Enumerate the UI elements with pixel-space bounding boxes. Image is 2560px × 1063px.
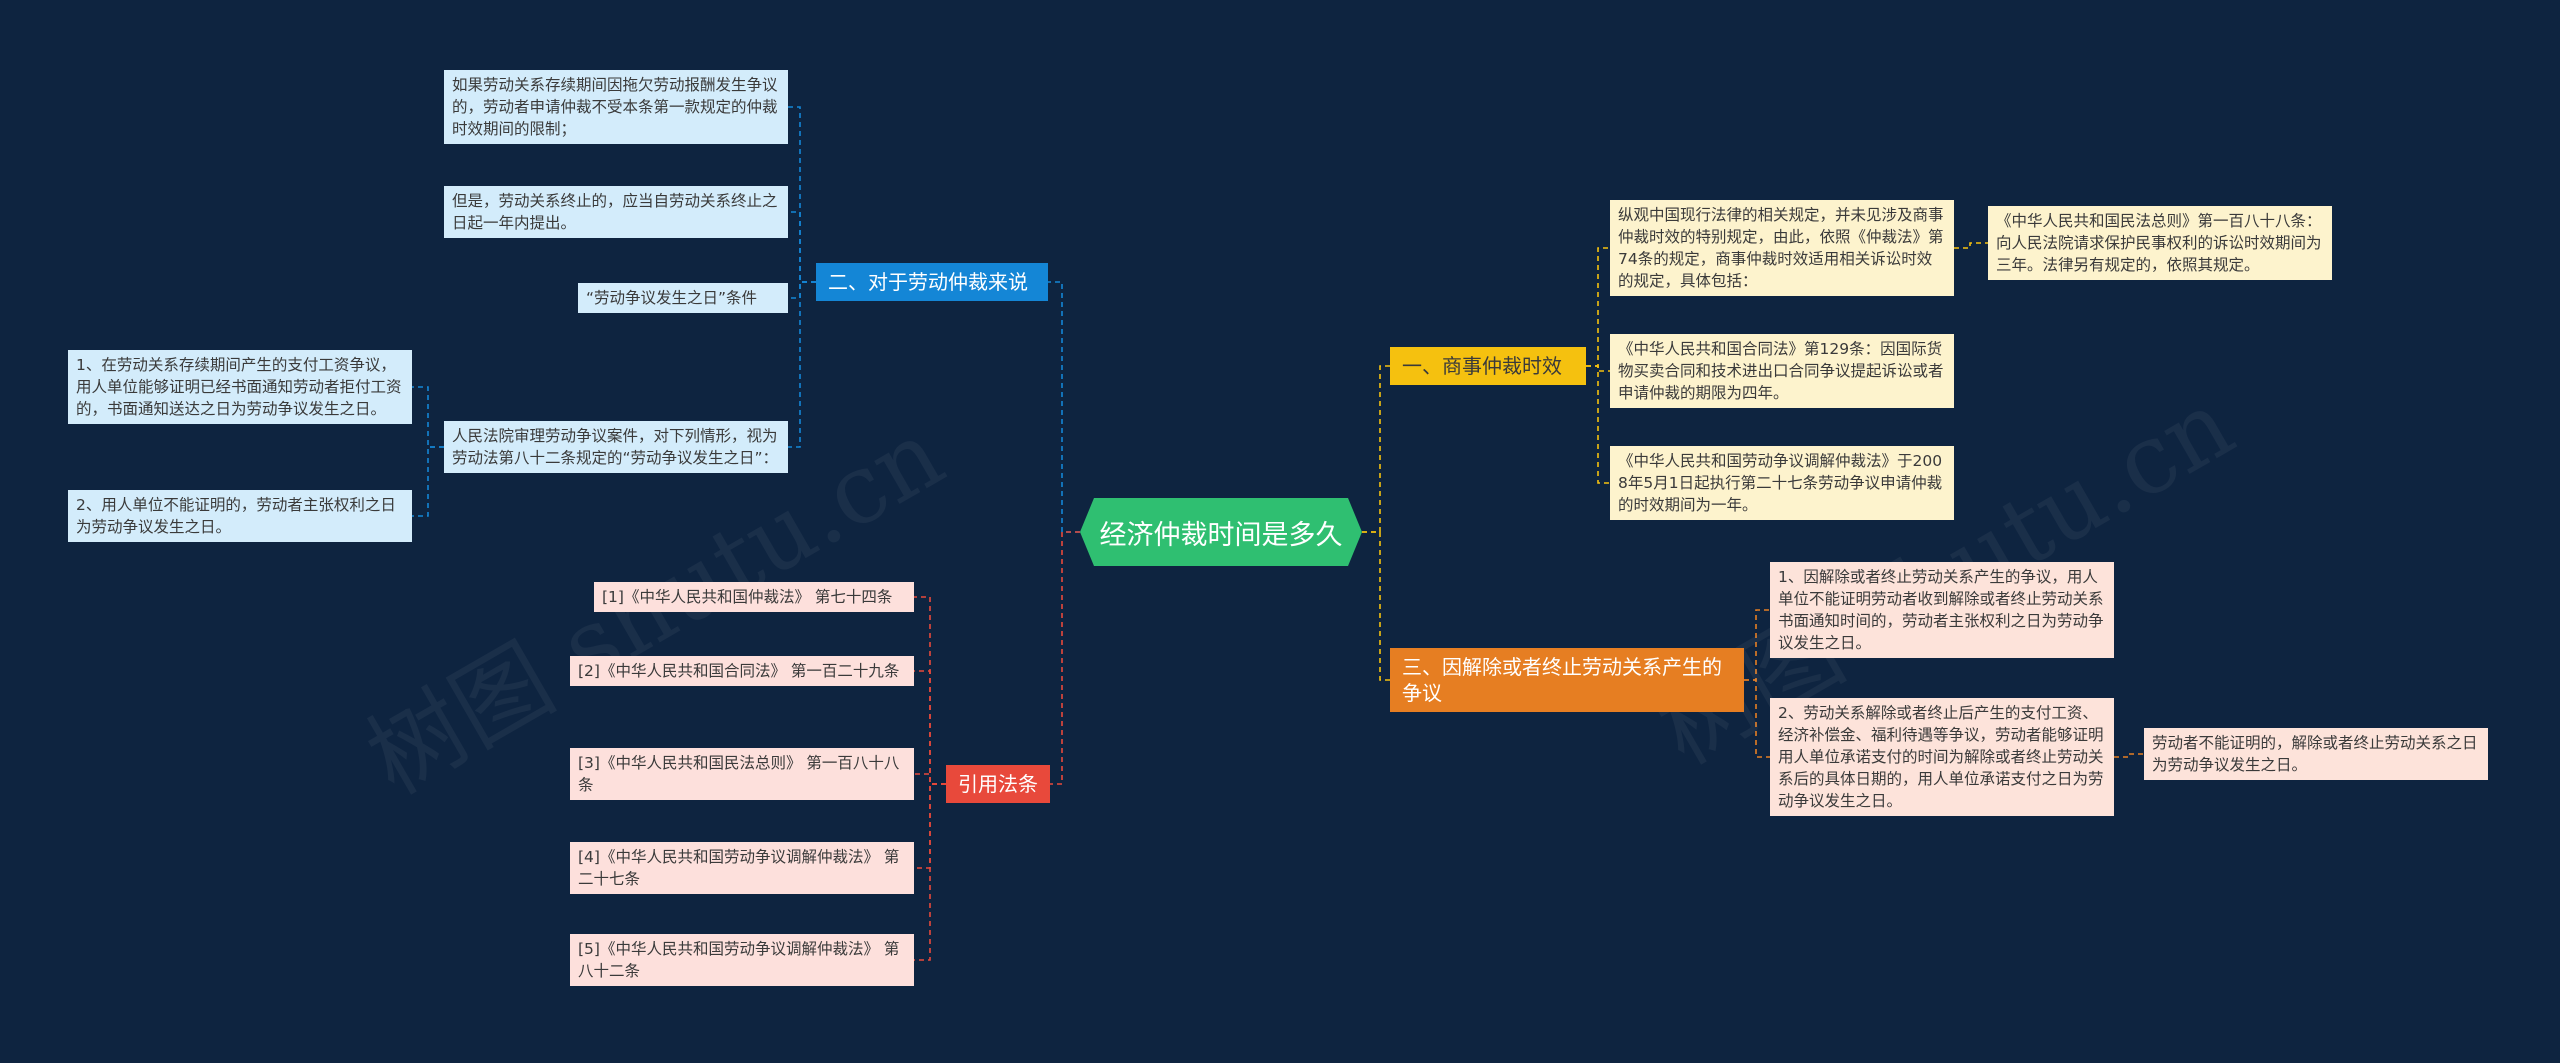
connector-law-item-3: [914, 773, 946, 785]
connector-leaf-commercial-overview: [1586, 247, 1610, 367]
connector-leaf-dispute-date-condition: [788, 281, 816, 299]
law-item-4[interactable]: [4]《中华人民共和国劳动争议调解仲裁法》 第二十七条: [570, 842, 914, 894]
law-item-5[interactable]: [5]《中华人民共和国劳动争议调解仲裁法》 第八十二条: [570, 934, 914, 986]
connector-leaf-post-termination-payment: [1744, 679, 1770, 758]
branch-cited-laws[interactable]: 引用法条: [946, 765, 1050, 803]
branch-commercial-arbitration[interactable]: 一、商事仲裁时效: [1390, 347, 1586, 385]
leaf-dispute-date-condition[interactable]: “劳动争议发生之日”条件: [578, 283, 788, 313]
connector-leaf-civil-code-188: [1954, 242, 1988, 249]
connector-leaf-contract-law-129: [1586, 365, 1610, 372]
leaf-termination-notice[interactable]: 1、因解除或者终止劳动关系产生的争议，用人单位不能证明劳动者收到解除或者终止劳动…: [1770, 562, 2114, 658]
leaf-post-termination-payment[interactable]: 2、劳动关系解除或者终止后产生的支付工资、经济补偿金、福利待遇等争议，劳动者能够…: [1770, 698, 2114, 816]
branch-termination-disputes[interactable]: 三、因解除或者终止劳动关系产生的争议: [1390, 648, 1744, 712]
connector-branch-labor-arbitration: [1048, 281, 1080, 533]
connector-branch-cited-laws: [1050, 531, 1080, 785]
leaf-wage-dispute-notice[interactable]: 1、在劳动关系存续期间产生的支付工资争议，用人单位能够证明已经书面通知劳动者拒付…: [68, 350, 412, 424]
law-item-2[interactable]: [2]《中华人民共和国合同法》 第一百二十九条: [570, 656, 914, 686]
leaf-employer-cannot-prove[interactable]: 2、用人单位不能证明的，劳动者主张权利之日为劳动争议发生之日。: [68, 490, 412, 542]
connector-branch-termination-disputes: [1362, 531, 1390, 681]
leaf-wage-arrears[interactable]: 如果劳动关系存续期间因拖欠劳动报酬发生争议的，劳动者申请仲裁不受本条第一款规定的…: [444, 70, 788, 144]
leaf-cannot-prove-termination[interactable]: 劳动者不能证明的，解除或者终止劳动关系之日为劳动争议发生之日。: [2144, 728, 2488, 780]
connector-leaf-cannot-prove-termination: [2114, 753, 2144, 758]
leaf-termination-one-year[interactable]: 但是，劳动关系终止的，应当自劳动关系终止之日起一年内提出。: [444, 186, 788, 238]
connector-leaf-wage-dispute-notice: [412, 386, 444, 448]
law-item-1[interactable]: [1]《中华人民共和国仲裁法》 第七十四条: [594, 582, 914, 612]
leaf-civil-code-188[interactable]: 《中华人民共和国民法总则》第一百八十八条：向人民法院请求保护民事权利的诉讼时效期…: [1988, 206, 2332, 280]
leaf-commercial-overview[interactable]: 纵观中国现行法律的相关规定，并未见涉及商事仲裁时效的特别规定，由此，依照《仲裁法…: [1610, 200, 1954, 296]
branch-labor-arbitration[interactable]: 二、对于劳动仲裁来说: [816, 263, 1048, 301]
root-node[interactable]: 经济仲裁时间是多久: [1080, 498, 1362, 566]
connector-leaf-termination-notice: [1744, 609, 1770, 681]
leaf-court-cases[interactable]: 人民法院审理劳动争议案件，对下列情形，视为劳动法第八十二条规定的“劳动争议发生之…: [444, 421, 788, 473]
connector-leaf-termination-one-year: [788, 211, 816, 283]
connector-leaf-court-cases: [788, 281, 816, 448]
leaf-labor-arbitration-law[interactable]: 《中华人民共和国劳动争议调解仲裁法》于2008年5月1日起执行第二十七条劳动争议…: [1610, 446, 1954, 520]
connector-law-item-5: [914, 783, 946, 961]
connector-law-item-2: [914, 670, 946, 785]
connector-leaf-wage-arrears: [788, 106, 816, 283]
connector-branch-commercial-arbitration: [1362, 365, 1390, 533]
connector-leaf-labor-arbitration-law: [1586, 365, 1610, 484]
law-item-3[interactable]: [3]《中华人民共和国民法总则》 第一百八十八条: [570, 748, 914, 800]
connector-leaf-employer-cannot-prove: [412, 446, 444, 517]
leaf-contract-law-129[interactable]: 《中华人民共和国合同法》第129条：因国际货物买卖合同和技术进出口合同争议提起诉…: [1610, 334, 1954, 408]
